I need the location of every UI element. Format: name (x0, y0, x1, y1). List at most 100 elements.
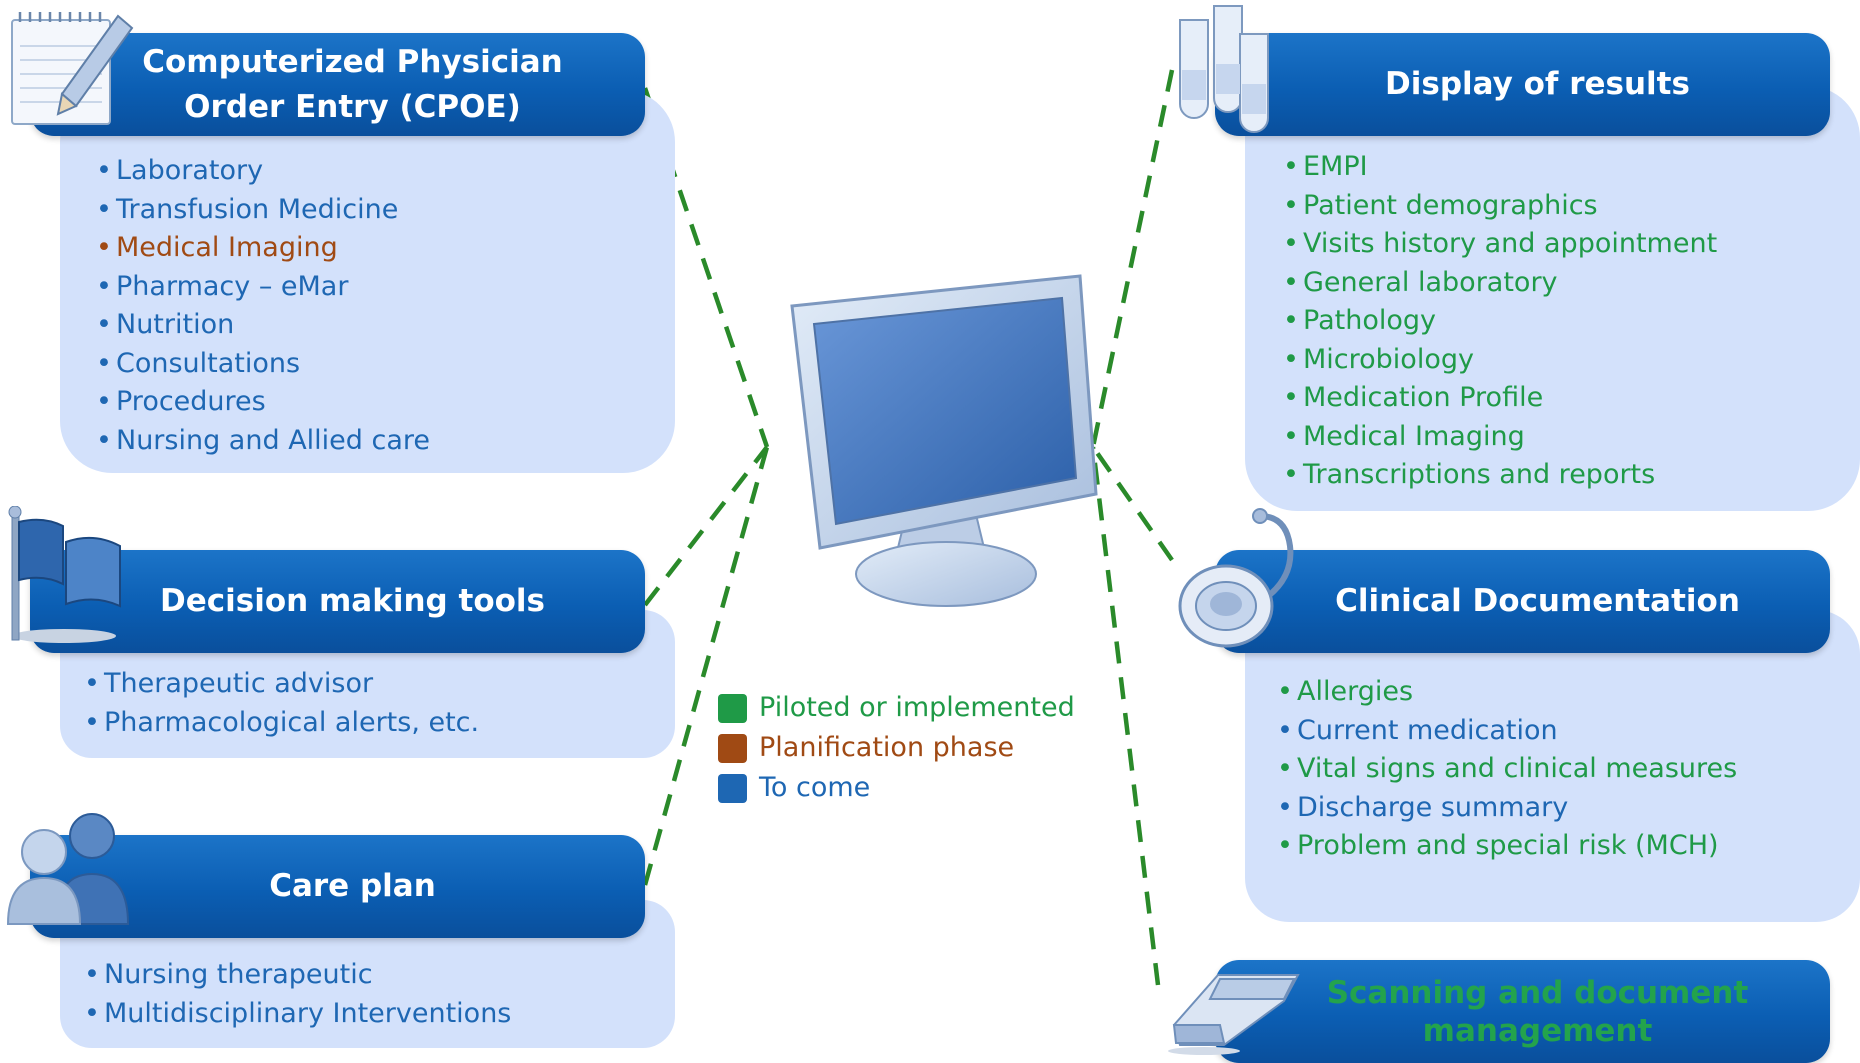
bullet-icon: • (1283, 189, 1299, 221)
clinical-item-label: Vital signs and clinical measures (1297, 753, 1738, 784)
clinical-title: Clinical Documentation (1335, 583, 1740, 619)
scanning-header: Scanning and document management (1215, 960, 1830, 1063)
cpoe-item: •Pharmacy – eMar (96, 268, 430, 307)
decision-item-list: •Therapeutic advisor•Pharmacological ale… (84, 665, 479, 742)
results-panel (1245, 86, 1860, 511)
cpoe-item: •Nursing and Allied care (96, 422, 430, 461)
notepad-pencil-icon (11, 12, 134, 125)
cpoe-panel (60, 90, 675, 473)
decision-item-label: Therapeutic advisor (104, 668, 374, 699)
stethoscope-icon (1178, 508, 1294, 648)
bullet-icon: • (96, 386, 112, 417)
cpoe-item: •Transfusion Medicine (96, 191, 430, 230)
results-item: •Medical Imaging (1283, 418, 1717, 457)
scanner-icon (1168, 974, 1300, 1055)
bullet-icon: • (1277, 753, 1293, 784)
bullet-icon: • (1277, 714, 1293, 746)
bullet-icon: • (96, 232, 112, 263)
results-item: •Medication Profile (1283, 379, 1717, 418)
cpoe-item: •Nutrition (96, 306, 430, 345)
bullet-icon: • (1283, 382, 1299, 413)
decision-title: Decision making tools (159, 583, 545, 619)
clinical-header: Clinical Documentation (1215, 550, 1830, 653)
clinical-item: •Vital signs and clinical measures (1277, 750, 1737, 789)
bullet-icon: • (1277, 830, 1293, 861)
scanning-title: Scanning and document management (1326, 974, 1749, 1049)
bullet-icon: • (1283, 305, 1299, 336)
clinical-item: •Problem and special risk (MCH) (1277, 827, 1737, 866)
connector-cpoe (642, 87, 770, 448)
results-item: •Microbiology (1283, 341, 1717, 380)
legend-swatch (718, 734, 747, 763)
clinical-item-label: Problem and special risk (MCH) (1297, 830, 1719, 861)
clinical-item-label: Current medication (1297, 714, 1558, 746)
legend-label: To come (759, 772, 871, 803)
results-item: •Visits history and appointment (1283, 225, 1717, 264)
bullet-icon: • (1283, 420, 1299, 452)
bullet-icon: • (84, 959, 100, 990)
decision-header: Decision making tools (30, 550, 645, 653)
legend-swatch (718, 774, 747, 803)
careplan-item-list: •Nursing therapeutic•Multidisciplinary I… (84, 956, 511, 1033)
clinical-item: •Current medication (1277, 712, 1737, 751)
results-header: Display of results (1215, 33, 1830, 136)
cpoe-item-label: Consultations (116, 347, 301, 379)
results-title: Display of results (1385, 66, 1690, 102)
results-item: •Patient demographics (1283, 187, 1717, 226)
cpoe-item-label: Pharmacy – eMar (116, 270, 349, 302)
decision-item: •Therapeutic advisor (84, 665, 479, 704)
bullet-icon: • (1277, 791, 1293, 823)
bullet-icon: • (96, 270, 112, 302)
legend-swatch (718, 694, 747, 723)
bullet-icon: • (96, 309, 112, 340)
results-item: •General laboratory (1283, 264, 1717, 303)
clinical-item-label: Discharge summary (1297, 791, 1569, 823)
cpoe-title: Computerized Physician Order Entry (CPOE… (142, 43, 563, 125)
cpoe-header: Computerized Physician Order Entry (CPOE… (30, 33, 645, 136)
connector-scanning (1090, 446, 1161, 986)
cpoe-item-label: Procedures (116, 386, 266, 417)
bullet-icon: • (96, 155, 112, 186)
clinical-item: •Allergies (1277, 673, 1737, 712)
bullet-icon: • (1283, 228, 1299, 259)
careplan-item: •Nursing therapeutic (84, 956, 511, 995)
test-tubes-icon (1179, 5, 1269, 133)
decision-item-label: Pharmacological alerts, etc. (104, 706, 480, 738)
careplan-header: Care plan (30, 835, 645, 938)
bullet-icon: • (96, 347, 112, 379)
connector-clinical (1091, 445, 1174, 562)
clinical-item: •Discharge summary (1277, 789, 1737, 828)
clinical-panel (1245, 610, 1860, 922)
bullet-icon: • (96, 193, 112, 225)
results-item-label: Microbiology (1303, 343, 1474, 375)
results-item-label: Transcriptions and reports (1303, 459, 1656, 490)
results-item: •EMPI (1283, 148, 1717, 187)
cpoe-item-label: Laboratory (116, 155, 264, 186)
computer-monitor-icon (790, 274, 1098, 607)
results-item-list: •EMPI•Patient demographics•Visits histor… (1283, 148, 1717, 495)
results-item-label: Medication Profile (1303, 382, 1544, 413)
cpoe-item-list: •Laboratory•Transfusion Medicine•Medical… (96, 152, 430, 460)
flags-icon (8, 506, 121, 643)
careplan-item-label: Nursing therapeutic (104, 959, 373, 990)
cpoe-item: •Medical Imaging (96, 229, 430, 268)
results-item-label: Medical Imaging (1303, 420, 1525, 452)
careplan-title: Care plan (269, 868, 436, 904)
cpoe-item-label: Medical Imaging (116, 232, 338, 263)
careplan-item: •Multidisciplinary Interventions (84, 995, 511, 1034)
people-icon (6, 813, 130, 925)
bullet-icon: • (1283, 343, 1299, 375)
clinical-item-list: •Allergies•Current medication•Vital sign… (1277, 673, 1737, 866)
cpoe-item-label: Nutrition (116, 309, 235, 340)
bullet-icon: • (84, 997, 100, 1029)
results-item: •Pathology (1283, 302, 1717, 341)
connector-decision (643, 445, 769, 607)
bullet-icon: • (84, 706, 100, 738)
bullet-icon: • (96, 424, 112, 456)
results-item-label: Patient demographics (1303, 189, 1598, 221)
results-item: •Transcriptions and reports (1283, 456, 1717, 495)
clinical-item-label: Allergies (1297, 676, 1414, 707)
connector-careplan (642, 446, 770, 886)
cpoe-item-label: Nursing and Allied care (116, 424, 431, 456)
